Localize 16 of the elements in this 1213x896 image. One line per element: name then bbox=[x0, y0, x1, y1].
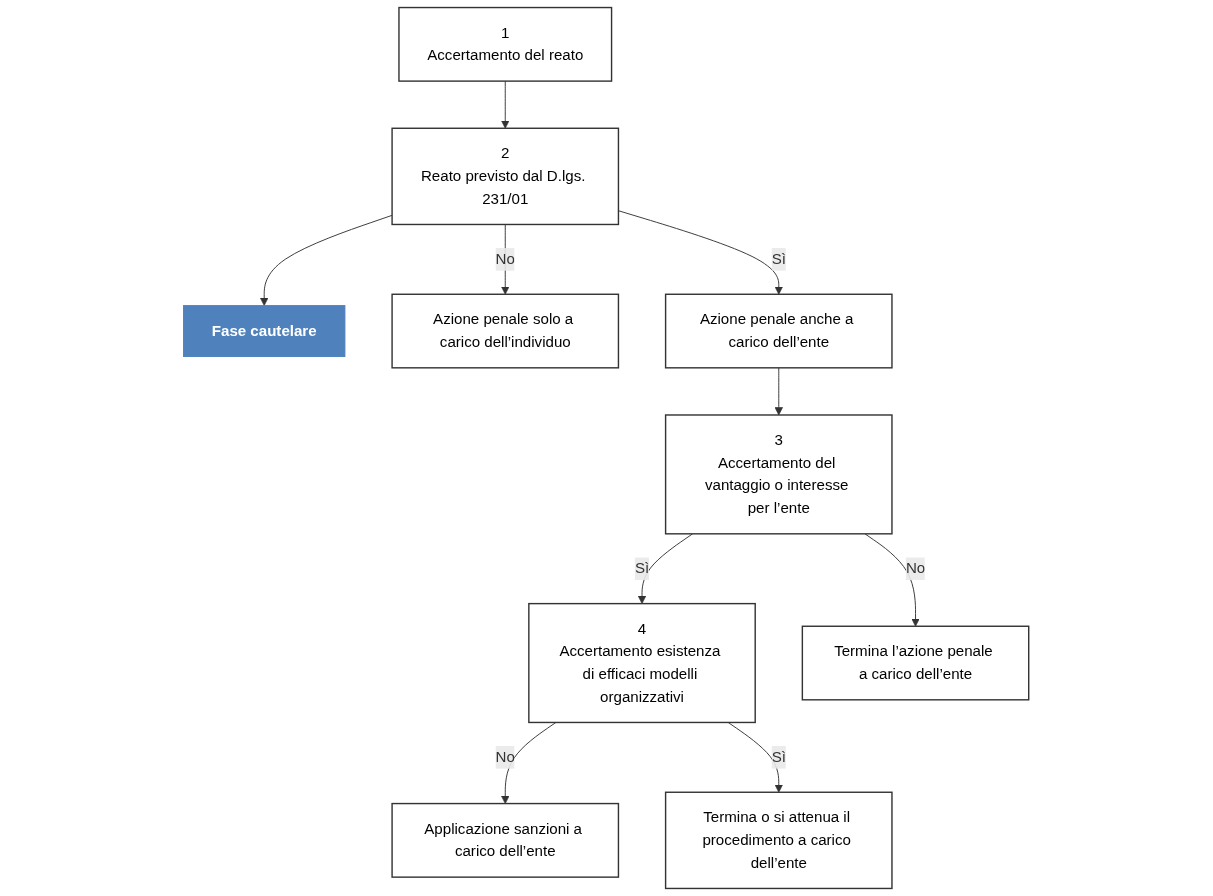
node-box: 2 Reato previsto dal D.lgs. 231/01 bbox=[391, 127, 620, 226]
node-box: Applicazione sanzioni a carico dell’ente bbox=[391, 802, 620, 878]
node-box: 4 Accertamento esistenza di efficaci modelli organizzativi bbox=[528, 602, 757, 724]
edge-label: Sì bbox=[772, 748, 787, 765]
edge-label: No bbox=[496, 250, 516, 267]
edge-label: Sì bbox=[772, 250, 787, 267]
edge-label: No bbox=[496, 748, 516, 765]
node-box: 3 Accertamento del vantaggio o interesse per l’ente bbox=[665, 414, 894, 535]
node-box: Azione penale anche a carico dell’ente bbox=[665, 293, 894, 369]
edge-label: Sì bbox=[635, 560, 650, 577]
edge-label: No bbox=[906, 560, 926, 577]
node-box: Fase cautelare bbox=[183, 305, 346, 357]
node-box: Azione penale solo a carico dell’individuo bbox=[391, 293, 620, 369]
node-box: Termina o si attenua il procedimento a carico dell’ente bbox=[665, 791, 894, 890]
node-box: Termina l’azione penale a carico dell’ente bbox=[802, 625, 1030, 701]
node-box: 1 Accertamento del reato bbox=[398, 6, 613, 82]
